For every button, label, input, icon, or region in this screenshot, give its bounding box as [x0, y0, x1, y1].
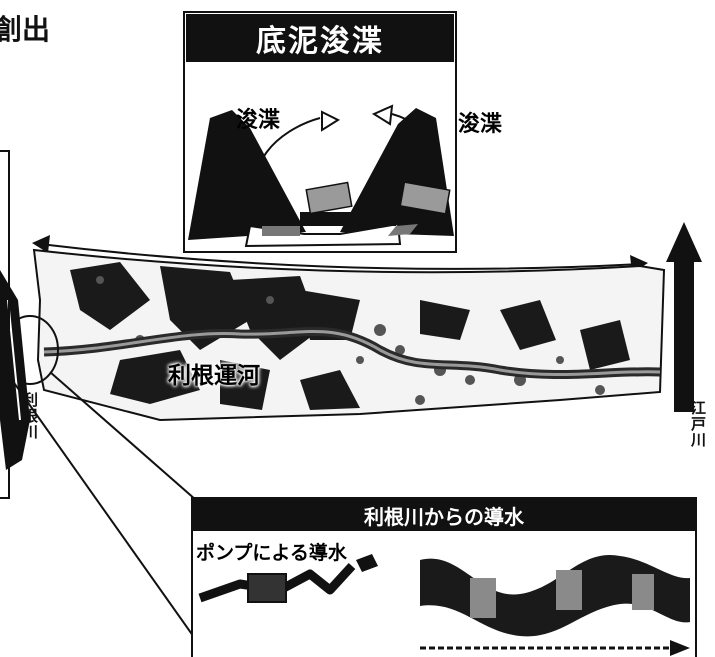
dredge-box-title: 底泥浚渫 — [256, 24, 384, 59]
left-arrow-head — [321, 110, 341, 132]
inset-box-subtitle: ポンプによる導水 — [196, 542, 347, 564]
canal-path-center — [43, 330, 661, 376]
edo-river-arrow — [666, 222, 702, 412]
channel-gravel-1 — [470, 578, 496, 618]
right-dredge-bucket — [399, 181, 451, 215]
dredge-label-left: 浚渫 — [236, 108, 281, 133]
callout-line-right — [49, 371, 197, 501]
left-embankment — [188, 110, 306, 240]
terrain-texture — [70, 262, 630, 410]
canal-span-line — [39, 243, 641, 270]
inset-title-bar — [193, 499, 695, 531]
right-arrow-head — [371, 104, 394, 126]
terrain-dots — [96, 276, 605, 405]
edo-river-label: 江戸川 — [689, 400, 707, 448]
channel-bed — [244, 222, 402, 248]
callout-line-left — [11, 379, 197, 641]
channel-gravel-3 — [632, 574, 654, 610]
dredge-title-bar — [186, 14, 454, 62]
water-level-marker — [375, 202, 389, 212]
span-arrow-left — [32, 235, 50, 253]
pump-body — [247, 573, 287, 603]
left-dredge-arrow — [257, 117, 321, 197]
right-dredge-arrow — [391, 113, 438, 189]
inset-box-title: 利根川からの導水 — [364, 504, 524, 529]
channel-water — [300, 212, 396, 226]
left-side-frame — [0, 150, 10, 499]
canal-label: 利根運河 — [168, 363, 260, 389]
flow-arrow-head — [670, 640, 690, 656]
tone-river-label: 利根川 — [21, 392, 39, 440]
page-heading: 創出 — [0, 13, 51, 46]
channel-gravel-2 — [556, 570, 582, 610]
left-dredge-bucket — [305, 181, 353, 215]
dredge-label-right: 浚渫 — [458, 112, 503, 137]
pump-outlet — [356, 554, 378, 572]
sludge-layer — [262, 224, 418, 236]
pump-pipe — [198, 562, 356, 603]
